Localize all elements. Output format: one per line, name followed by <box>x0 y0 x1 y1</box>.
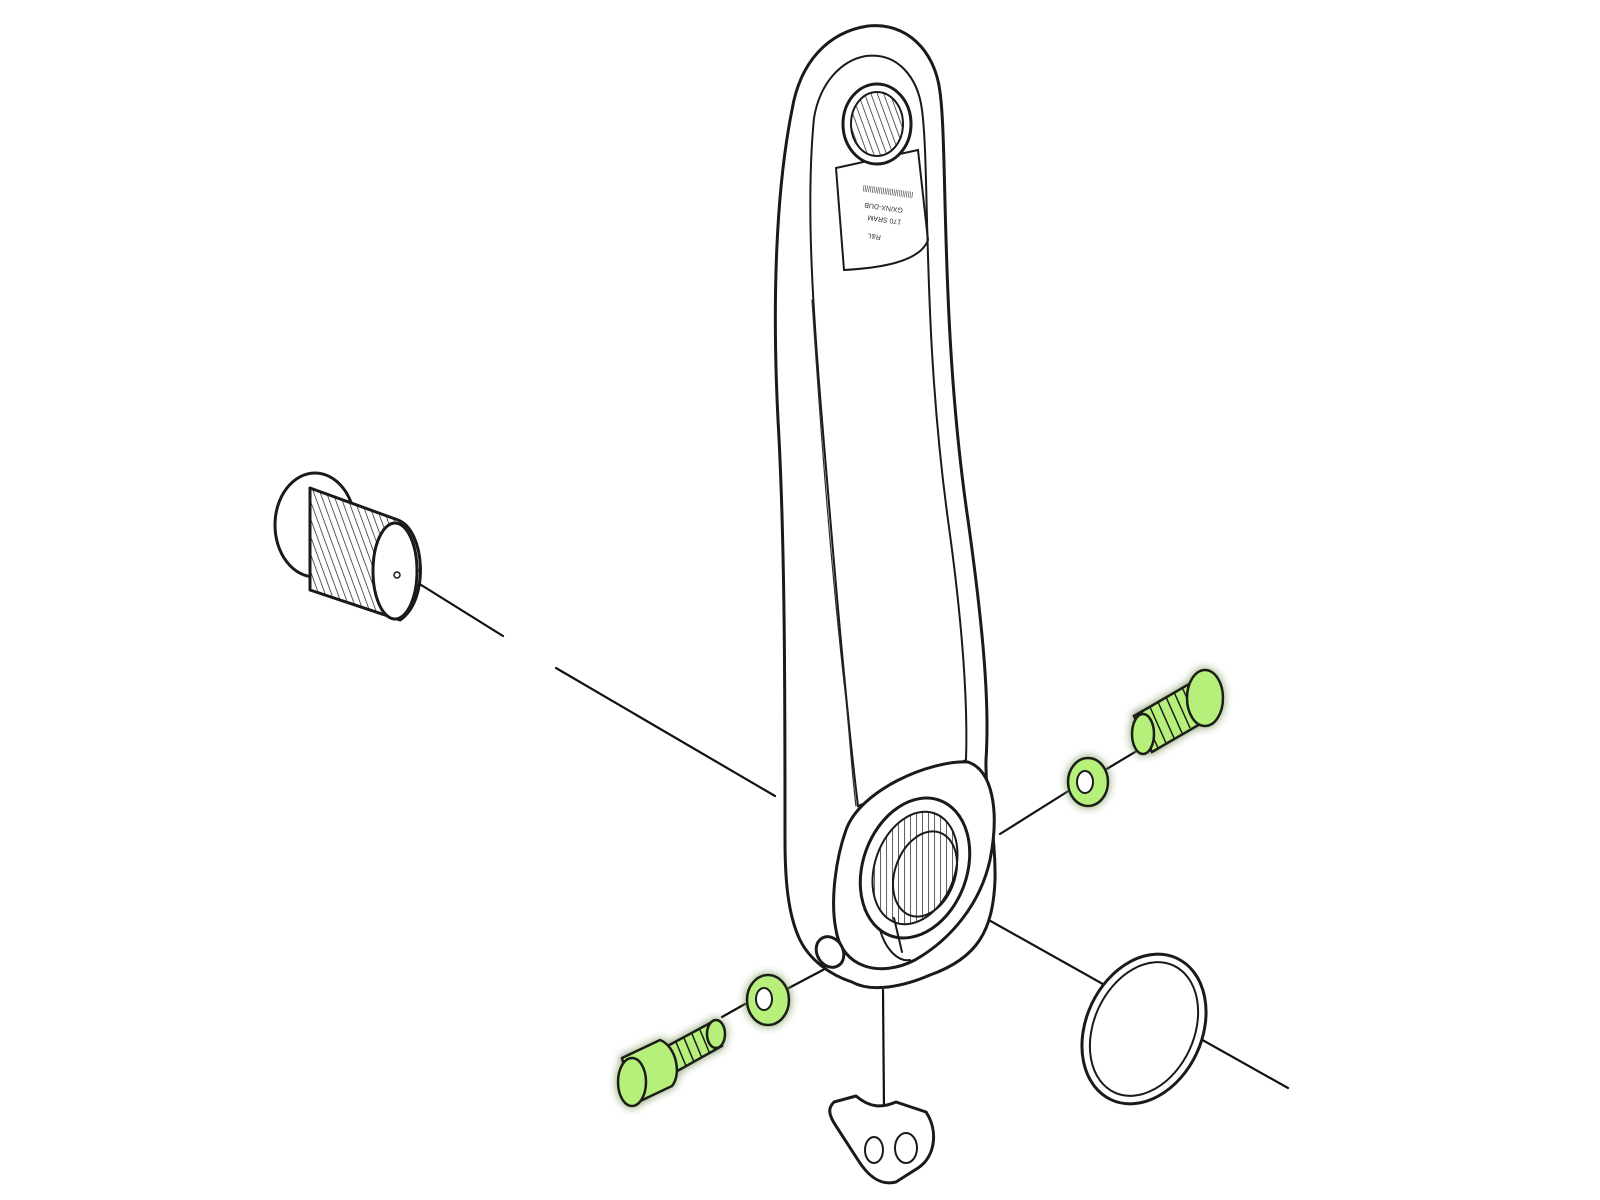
lower-washer-hole <box>755 987 773 1011</box>
upper-washer <box>1066 756 1110 808</box>
arm-marking-line2: 170 SRAM <box>867 213 902 225</box>
lower-screw-axis <box>720 1002 747 1019</box>
arm-marking-line1: R&L <box>867 231 882 240</box>
retaining-ring <box>1080 952 1208 1106</box>
lower-screw-tip <box>705 1018 727 1050</box>
bolt-axis-lower <box>554 666 777 798</box>
bolt-axis-upper <box>408 576 505 638</box>
clip-tab-hole-left <box>864 1136 884 1164</box>
lower-screw <box>616 1018 727 1108</box>
crank-arm-ridge <box>811 299 857 807</box>
crank-bolt-center-hole <box>393 571 401 579</box>
crank-arm: R&L 170 SRAM GX/NX-DUB |||||||||||||||||… <box>773 24 997 990</box>
crank-pinch-boss <box>814 935 846 969</box>
clip-tab-body <box>828 1094 936 1185</box>
upper-screw-head <box>1185 668 1225 728</box>
upper-washer-hole <box>1076 770 1094 794</box>
crank-pinch-slot <box>879 917 911 962</box>
crank-arm-body <box>773 24 997 990</box>
crank-label-plate <box>834 148 930 272</box>
upper-screw-axis <box>998 788 1072 836</box>
pedal-thread-hole <box>841 82 913 166</box>
crank-arm-inner-face <box>809 54 968 808</box>
clip-tab <box>828 1094 936 1185</box>
upper-screw-tip <box>1130 712 1156 756</box>
crank-bolt-end-face <box>371 521 419 621</box>
crank-bolt <box>273 471 422 622</box>
retaining-ring-inner <box>1088 961 1200 1097</box>
clip-axis <box>881 988 886 1112</box>
retaining-ring-outer <box>1080 952 1208 1106</box>
spindle-bore-inner <box>892 830 958 918</box>
lower-washer <box>745 973 791 1027</box>
lower-screw-head-face <box>616 1056 648 1108</box>
upper-screw <box>1130 668 1225 756</box>
clip-tab-hole-right <box>894 1132 918 1164</box>
